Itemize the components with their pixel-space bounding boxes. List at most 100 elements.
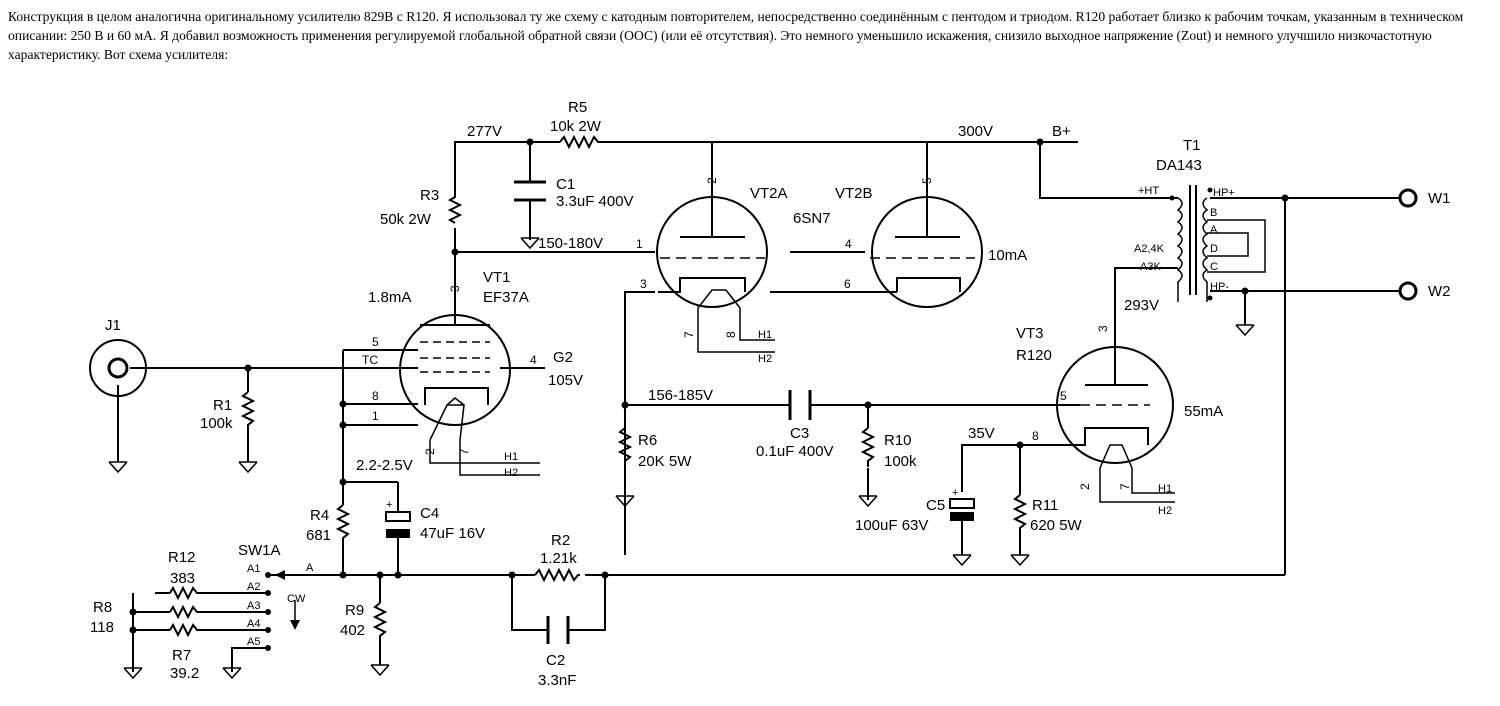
label-tap-a: A <box>1210 224 1218 236</box>
label-r1: R1 <box>213 397 232 414</box>
r3-symbol <box>447 193 463 224</box>
w2-terminal <box>1398 281 1418 301</box>
label-a3: A3 <box>247 600 260 612</box>
svg-text:+: + <box>952 487 958 499</box>
r10-symbol <box>860 427 876 467</box>
labels: 277V R5 10k 2W 300V B+ C1 3.3uF 400V R3 … <box>90 99 1451 689</box>
pin-label: 8 <box>372 389 379 403</box>
label-105v: 105V <box>548 372 583 389</box>
pin-label: 8 <box>1032 429 1039 443</box>
label-h2: H2 <box>1158 505 1172 517</box>
label-6sn7: 6SN7 <box>793 210 831 227</box>
label-2-2v: 2.2-2.5V <box>356 457 413 474</box>
label-cw: CW <box>287 593 306 605</box>
pin-label: 5 <box>372 335 379 349</box>
pin-label: 5 <box>1060 389 1067 403</box>
r4-symbol <box>335 504 351 542</box>
label-r4-val: 681 <box>306 527 331 544</box>
pin-label: 8 <box>724 331 738 338</box>
label-r2-val: 1.21k <box>540 550 577 567</box>
pin-label: 7 <box>682 331 696 338</box>
label-vt1: VT1 <box>483 269 511 286</box>
label-ht: +HT <box>1138 185 1159 197</box>
label-a2: A2 <box>247 581 260 593</box>
label-r2: R2 <box>551 532 570 549</box>
r7-symbol <box>169 622 200 638</box>
label-c2: C2 <box>546 652 565 669</box>
label-r7-val: 39.2 <box>170 665 199 682</box>
label-150v: 150-180V <box>538 235 603 252</box>
r9-symbol <box>372 602 388 640</box>
pin-label: 2 <box>423 448 437 455</box>
label-h2: H2 <box>504 467 518 479</box>
c5-symbol <box>949 498 975 509</box>
label-c1-val: 3.3uF 400V <box>556 193 634 210</box>
label-h1: H1 <box>504 451 518 463</box>
pin-label: 2 <box>705 177 719 184</box>
pin-label: 4 <box>845 237 852 251</box>
label-h1: H1 <box>758 329 772 341</box>
pin-label: 6 <box>844 277 851 291</box>
label-vt2b: VT2B <box>835 185 873 202</box>
pin-label: 4 <box>530 353 537 367</box>
label-277v: 277V <box>467 123 502 140</box>
label-c4: C4 <box>420 505 439 522</box>
r6-symbol <box>617 427 633 465</box>
label-r9-val: 402 <box>340 622 365 639</box>
label-a4: A4 <box>247 618 260 630</box>
intro-paragraph: Конструкция в целом аналогична оригиналь… <box>8 9 1464 62</box>
label-r120: R120 <box>1016 347 1052 364</box>
label-r6-val: 20K 5W <box>638 453 692 470</box>
label-tc: TC <box>362 353 378 367</box>
label-c5: C5 <box>926 497 945 514</box>
label-da143: DA143 <box>1156 157 1202 174</box>
label-sw-a: A <box>306 562 314 574</box>
r2-symbol <box>534 567 580 583</box>
pin-label: 7 <box>457 448 471 455</box>
label-a1: A1 <box>247 563 260 575</box>
label-a5: A5 <box>247 636 260 648</box>
label-r7: R7 <box>172 647 191 664</box>
vt2a-tube <box>656 196 768 309</box>
svg-text:+: + <box>386 499 392 511</box>
vt3-tube <box>1056 346 1174 469</box>
label-tap-b: B <box>1210 207 1217 219</box>
r5-symbol <box>559 134 600 150</box>
label-tap-d: D <box>1210 243 1218 255</box>
resistors <box>169 134 1028 640</box>
label-c1: C1 <box>556 176 575 193</box>
c4-symbol <box>385 511 411 522</box>
label-vt2a: VT2A <box>750 185 788 202</box>
t1-transformer <box>1169 185 1213 302</box>
label-1-8ma: 1.8mA <box>368 289 411 306</box>
label-r3-val: 50k 2W <box>380 211 432 228</box>
label-c4-val: 47uF 16V <box>420 525 485 542</box>
label-hpp: HP+ <box>1213 187 1235 199</box>
label-r11-val: 620 5W <box>1030 517 1083 534</box>
label-10ma: 10mA <box>988 247 1027 264</box>
label-c5-val: 100uF 63V <box>855 517 928 534</box>
label-c3: C3 <box>790 425 809 442</box>
label-r5-val: 10k 2W <box>550 118 602 135</box>
label-tap-c: C <box>1210 261 1218 273</box>
r12-symbol <box>169 585 200 601</box>
label-r10: R10 <box>884 432 912 449</box>
label-w1: W1 <box>1428 190 1451 207</box>
label-293v: 293V <box>1124 297 1159 314</box>
label-j1: J1 <box>105 317 121 334</box>
r1-symbol <box>240 391 256 430</box>
pin-label: 3 <box>448 285 462 292</box>
label-r8-val: 118 <box>90 619 114 636</box>
pin-label: 3 <box>640 277 647 291</box>
label-h1: H1 <box>1158 483 1172 495</box>
vt2b-tube <box>870 196 983 308</box>
capacitors: + + <box>385 180 975 644</box>
label-c2-val: 3.3nF <box>538 672 576 689</box>
label-55ma: 55mA <box>1184 403 1223 420</box>
r11-symbol <box>1012 494 1028 532</box>
label-300v: 300V <box>958 123 993 140</box>
label-a24k: A2,4K <box>1134 243 1165 255</box>
pin-label: 7 <box>1118 483 1132 490</box>
label-vt3: VT3 <box>1016 325 1044 342</box>
